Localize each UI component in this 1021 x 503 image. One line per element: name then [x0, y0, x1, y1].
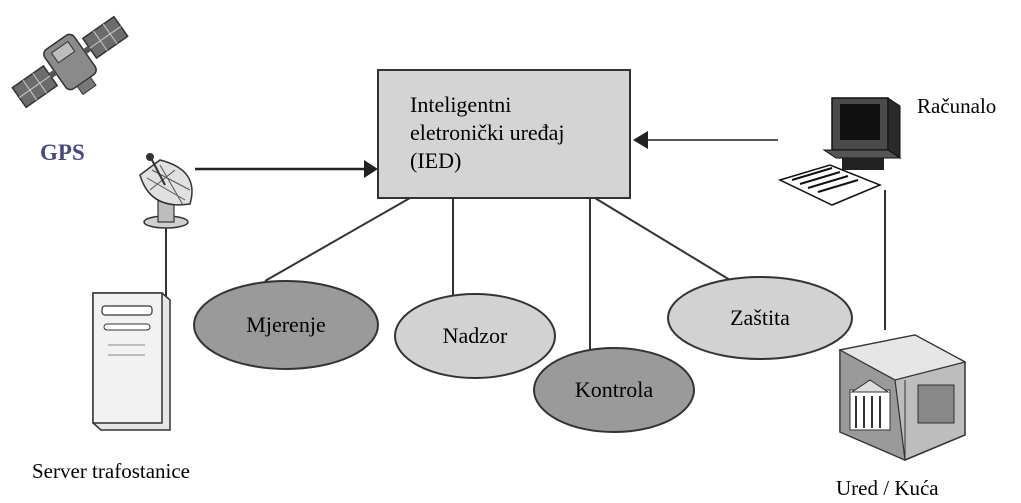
- ied-box: [377, 69, 631, 199]
- server-label: Server trafostanice: [32, 459, 191, 483]
- connector-lines: [165, 190, 886, 352]
- arrow-computer-to-ied: [633, 131, 778, 149]
- server-tower-icon: [92, 292, 171, 431]
- dish-antenna-icon: [139, 153, 193, 229]
- line-to-mjerenje: [264, 197, 411, 282]
- ied-line-3: (IED): [410, 148, 462, 173]
- ied-line-2: eletronički uređaj: [410, 120, 565, 145]
- ellipse-nadzor: [394, 293, 556, 379]
- ellipse-kontrola: [533, 347, 695, 433]
- ied-label: Inteligentni eletronički uređaj (IED): [410, 91, 565, 175]
- office-label: Ured / Kuća: [836, 476, 939, 500]
- computer-icon: [777, 97, 902, 206]
- computer-label: Računalo: [917, 94, 997, 118]
- label-zastita: Zaštita: [730, 305, 790, 330]
- ellipse-zastita: [667, 276, 853, 360]
- office-building-icon: [838, 334, 967, 461]
- satellite-icon: [11, 15, 129, 109]
- arrow-dish-to-ied: [195, 160, 378, 178]
- gps-label: GPS: [40, 140, 85, 165]
- label-nadzor: Nadzor: [442, 323, 508, 348]
- ellipse-mjerenje: [193, 280, 379, 370]
- label-kontrola: Kontrola: [574, 377, 654, 402]
- ied-line-1: Inteligentni: [410, 92, 512, 117]
- line-to-zastita: [594, 197, 731, 281]
- label-mjerenje: Mjerenje: [246, 312, 326, 337]
